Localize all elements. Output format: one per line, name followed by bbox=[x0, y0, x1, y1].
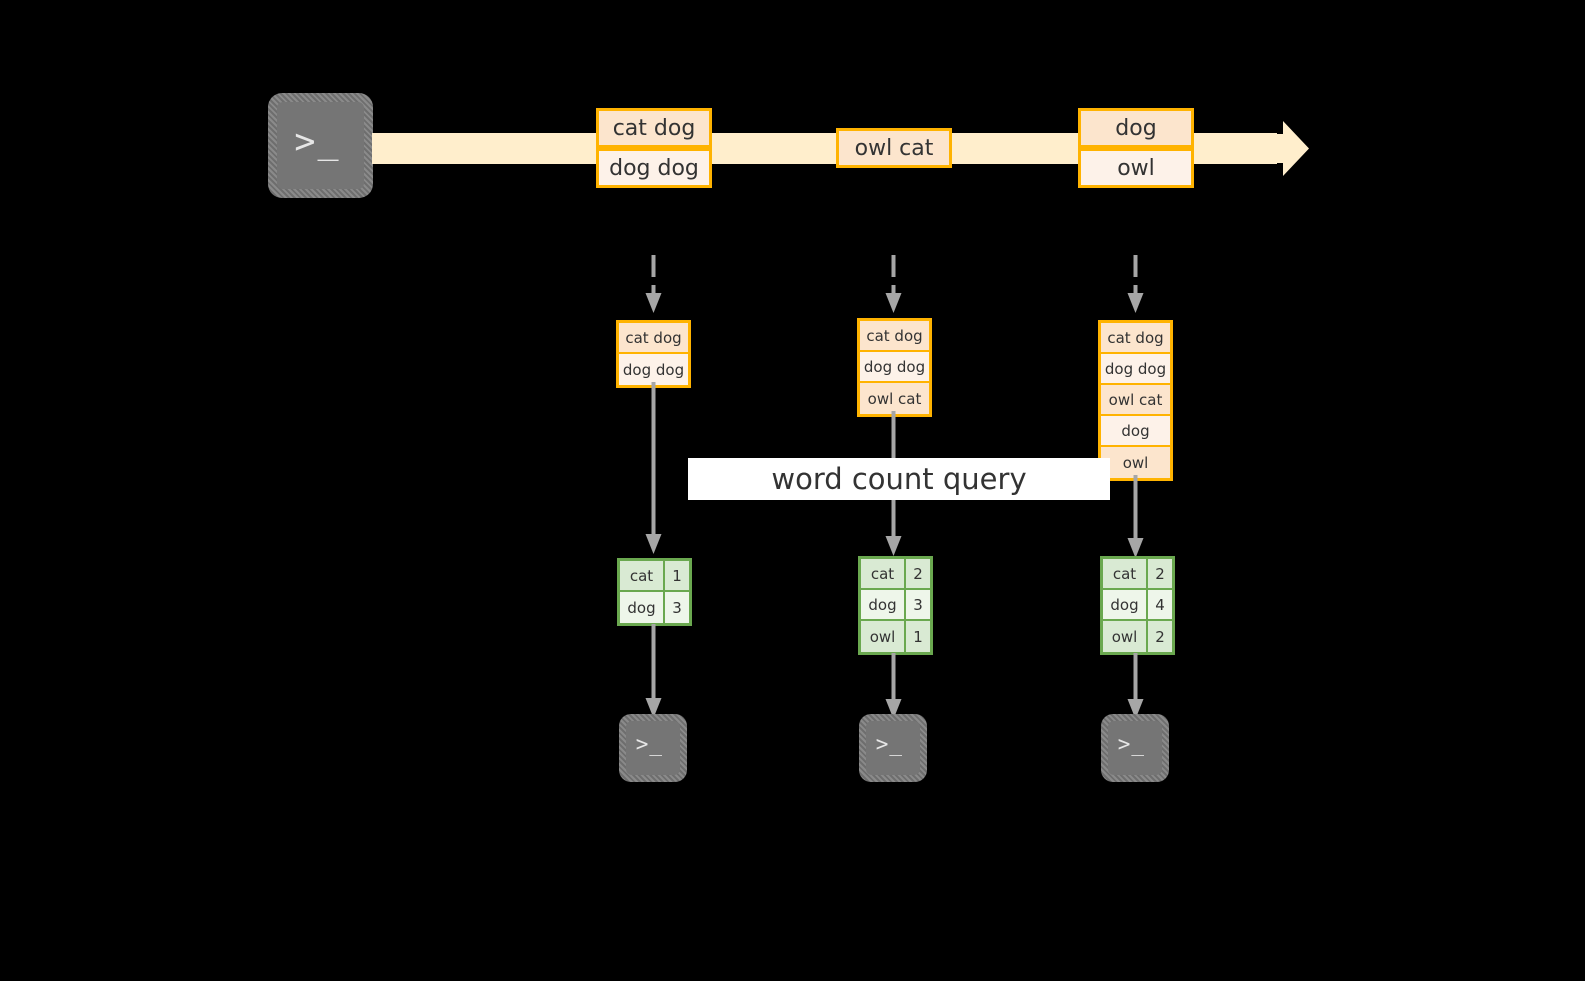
source-terminal-icon: >_ bbox=[268, 93, 373, 198]
input-row: cat dog bbox=[619, 323, 688, 354]
result-word: cat bbox=[620, 561, 665, 590]
input-row: owl bbox=[1101, 447, 1170, 478]
sink-terminal-icon-1: >_ bbox=[619, 714, 687, 782]
stream-batch-3-line-1: dog bbox=[1078, 108, 1194, 148]
table-row: dog 3 bbox=[620, 592, 689, 623]
input-row: owl cat bbox=[1101, 385, 1170, 416]
table-to-result-arrow-1 bbox=[645, 382, 662, 557]
terminal-screen bbox=[1108, 721, 1162, 775]
result-to-sink-arrow-2 bbox=[885, 653, 902, 721]
result-count: 3 bbox=[906, 590, 930, 619]
result-table-1: cat 1 dog 3 bbox=[617, 558, 692, 626]
input-table-2: cat dog dog dog owl cat bbox=[857, 318, 932, 417]
result-count: 2 bbox=[1148, 621, 1172, 652]
result-word: cat bbox=[1103, 559, 1148, 588]
input-table-1: cat dog dog dog bbox=[616, 320, 691, 388]
input-row: dog dog bbox=[619, 354, 688, 385]
stream-batch-1-line-1: cat dog bbox=[596, 108, 712, 148]
query-banner: word count query bbox=[688, 458, 1110, 500]
table-row: cat 1 bbox=[620, 561, 689, 592]
sink-terminal-icon-2: >_ bbox=[859, 714, 927, 782]
result-table-2: cat 2 dog 3 owl 1 bbox=[858, 556, 933, 655]
stream-batch-3-line-2: owl bbox=[1078, 148, 1194, 188]
terminal-screen bbox=[626, 721, 680, 775]
terminal-prompt-glyph: >_ bbox=[875, 731, 904, 756]
table-row: owl 1 bbox=[861, 621, 930, 652]
terminal-screen bbox=[866, 721, 920, 775]
stream-to-table-arrow-1 bbox=[645, 255, 662, 317]
result-word: owl bbox=[1103, 621, 1148, 652]
result-count: 1 bbox=[665, 561, 689, 590]
result-word: dog bbox=[861, 590, 906, 619]
result-word: cat bbox=[861, 559, 906, 588]
input-row: dog dog bbox=[860, 352, 929, 383]
stream-to-table-arrow-2 bbox=[885, 255, 902, 317]
terminal-prompt-glyph: >_ bbox=[294, 121, 341, 162]
stream-batch-1-line-2: dog dog bbox=[596, 148, 712, 188]
query-label: word count query bbox=[771, 462, 1027, 496]
result-word: dog bbox=[1103, 590, 1148, 619]
input-row: dog dog bbox=[1101, 354, 1170, 385]
terminal-prompt-glyph: >_ bbox=[635, 731, 664, 756]
stream-to-table-arrow-3 bbox=[1127, 255, 1144, 317]
table-row: cat 2 bbox=[861, 559, 930, 590]
terminal-screen bbox=[277, 102, 364, 189]
input-row: dog bbox=[1101, 416, 1170, 447]
result-word: dog bbox=[620, 592, 665, 623]
input-row: cat dog bbox=[860, 321, 929, 352]
result-to-sink-arrow-3 bbox=[1127, 653, 1144, 721]
stream-batch-2-line-1: owl cat bbox=[836, 128, 952, 168]
table-row: dog 3 bbox=[861, 590, 930, 621]
table-to-result-arrow-3 bbox=[1127, 475, 1144, 561]
table-row: dog 4 bbox=[1103, 590, 1172, 621]
result-count: 2 bbox=[906, 559, 930, 588]
input-row: owl cat bbox=[860, 383, 929, 414]
result-to-sink-arrow-1 bbox=[645, 624, 662, 720]
result-count: 4 bbox=[1148, 590, 1172, 619]
input-row: cat dog bbox=[1101, 323, 1170, 354]
result-word: owl bbox=[861, 621, 906, 652]
terminal-prompt-glyph: >_ bbox=[1117, 731, 1146, 756]
table-row: owl 2 bbox=[1103, 621, 1172, 652]
stream-arrow-head-icon bbox=[1263, 121, 1309, 176]
result-count: 3 bbox=[665, 592, 689, 623]
table-row: cat 2 bbox=[1103, 559, 1172, 590]
result-count: 1 bbox=[906, 621, 930, 652]
sink-terminal-icon-3: >_ bbox=[1101, 714, 1169, 782]
result-table-3: cat 2 dog 4 owl 2 bbox=[1100, 556, 1175, 655]
input-table-3: cat dog dog dog owl cat dog owl bbox=[1098, 320, 1173, 481]
result-count: 2 bbox=[1148, 559, 1172, 588]
